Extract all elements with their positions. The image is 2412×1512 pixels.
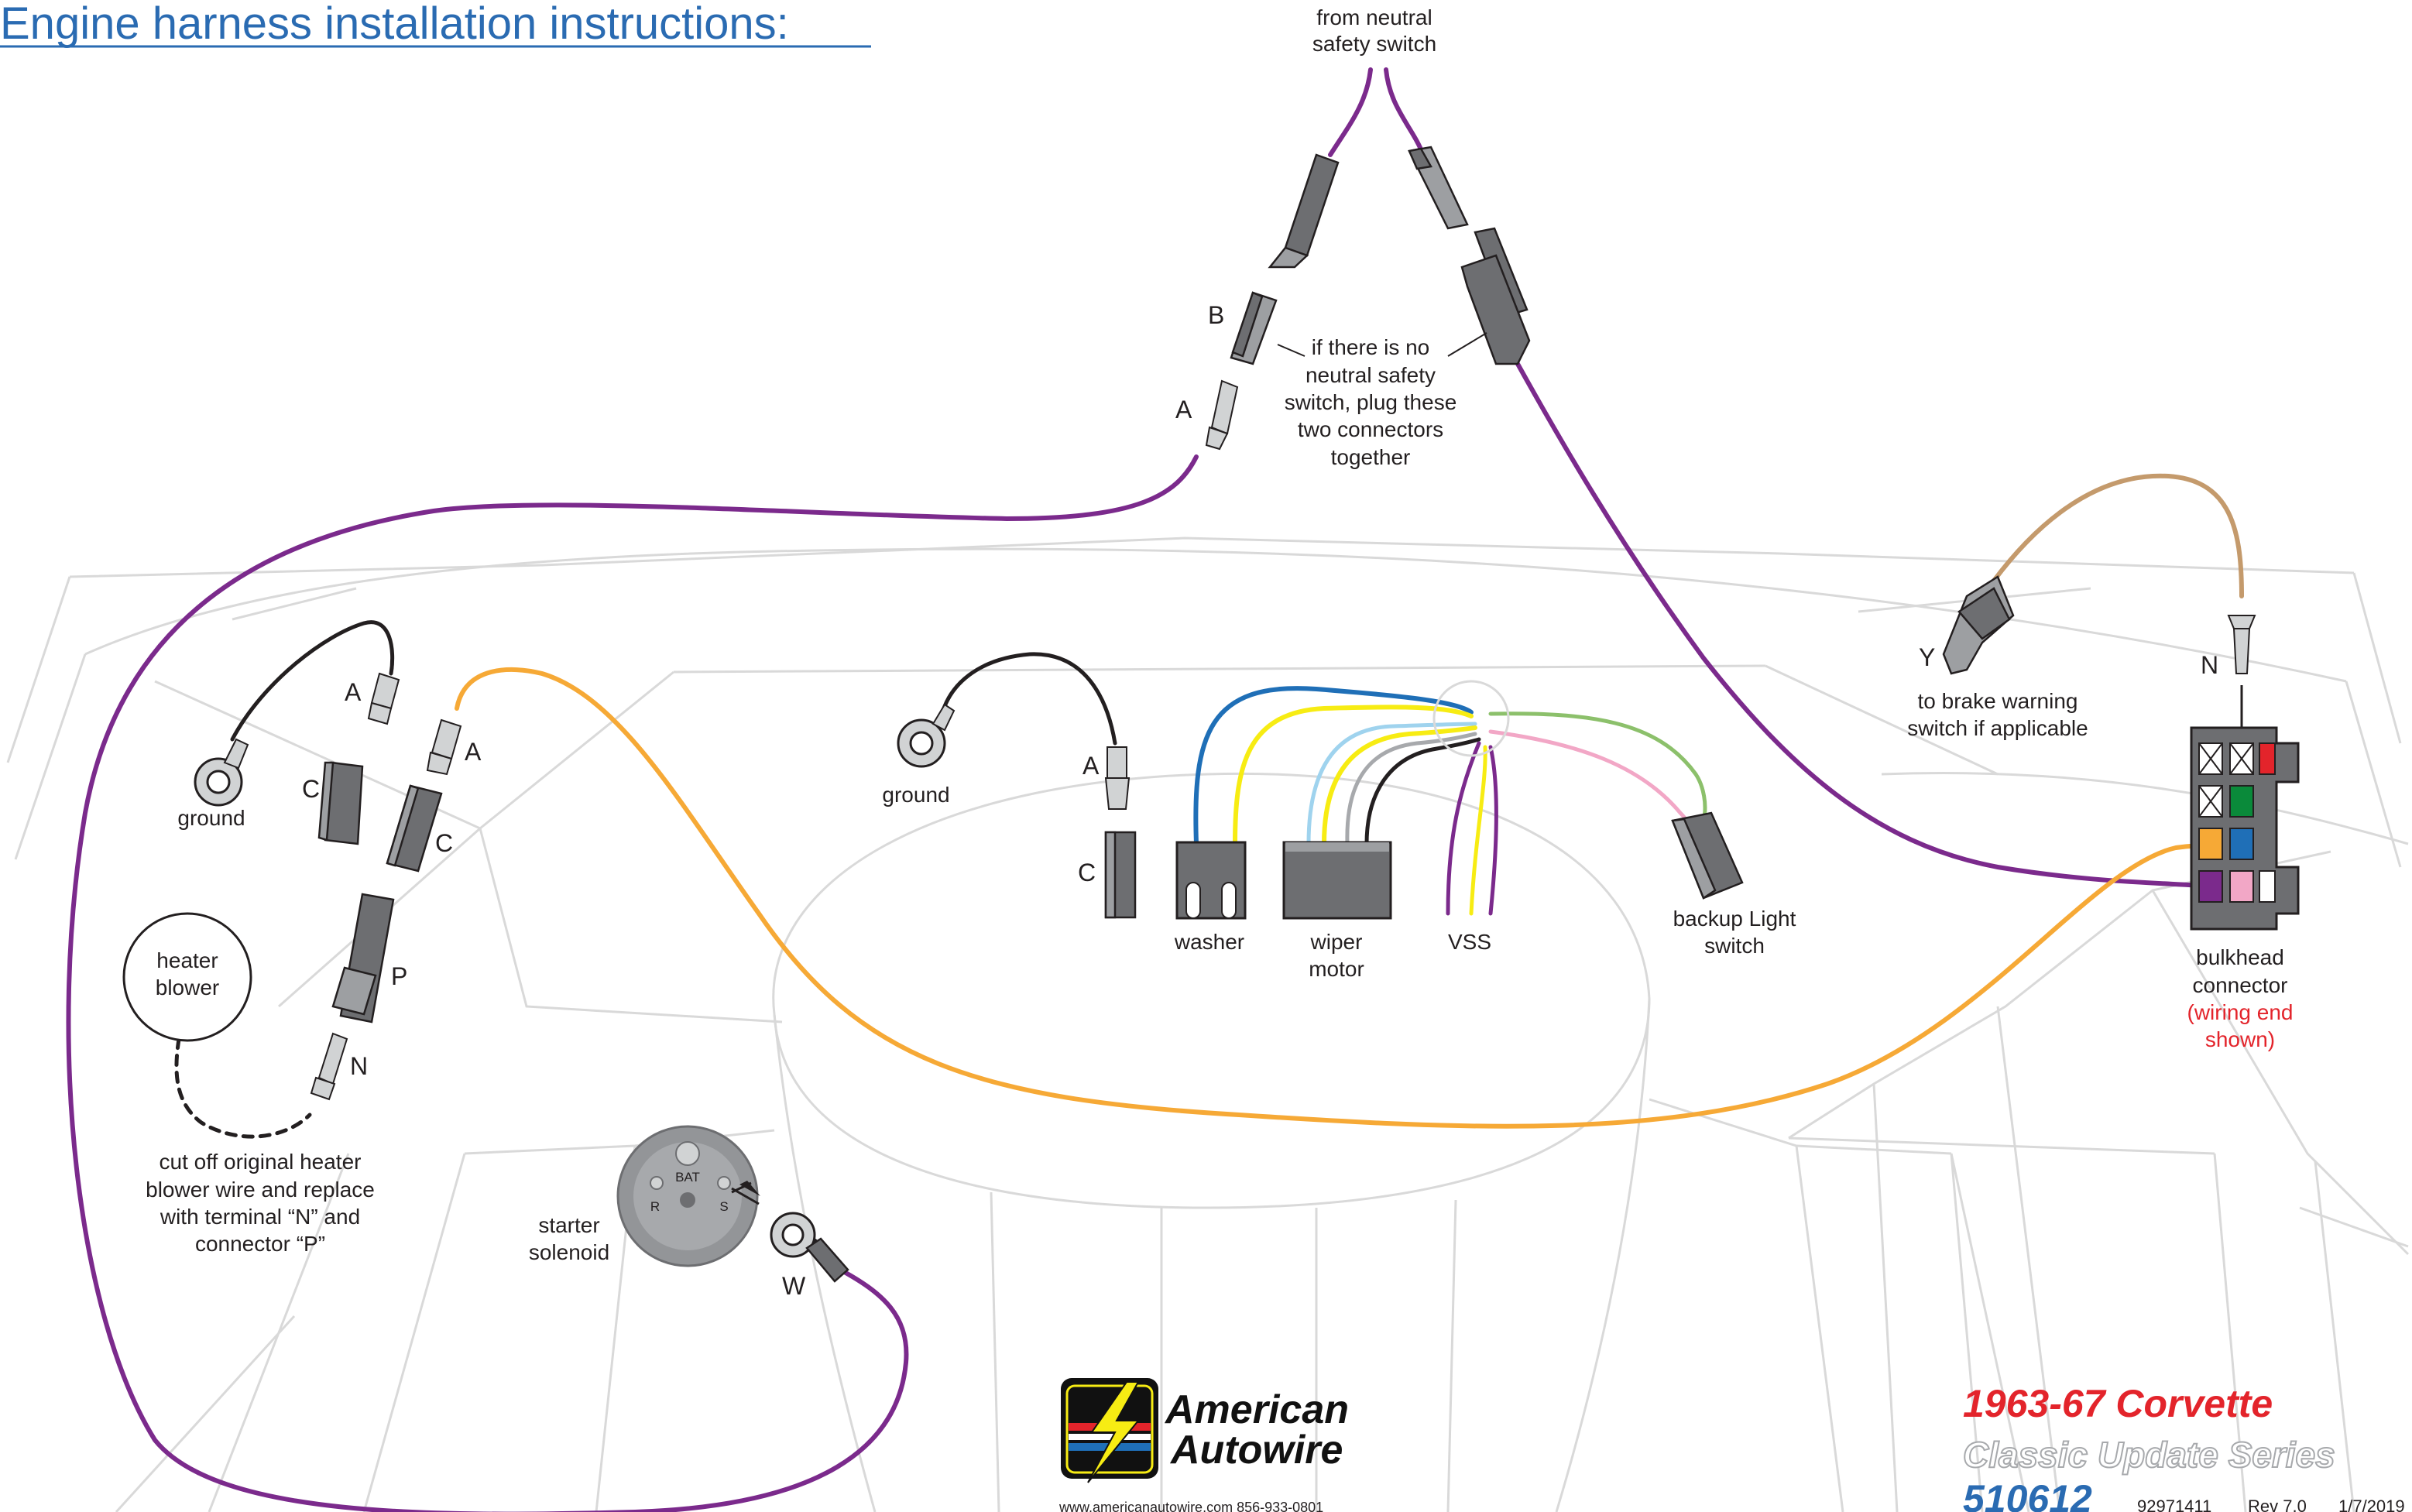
solenoid-bat-label: BAT (675, 1170, 700, 1185)
purple-wire-vss (1446, 741, 1481, 916)
label-backup-2: switch (1704, 934, 1765, 958)
purple-wire-to-bulkhead (1515, 362, 2217, 889)
pink-wire (1488, 729, 1694, 838)
label-N-right: N (2201, 651, 2218, 679)
yellow-wire (1233, 705, 1474, 846)
tan-wire-brake-warning (1992, 473, 2244, 598)
accessory-connectors (1175, 680, 1744, 920)
connector-nss-right-lower-body (1460, 254, 1531, 365)
heater-note-3: with terminal “N” and (160, 1205, 360, 1229)
black-wire-ground-center (937, 652, 1117, 746)
labels: Engine harness installation instructions… (0, 0, 2293, 1300)
label-C-center: C (1078, 859, 1096, 886)
yellow-wire-2 (1322, 725, 1477, 846)
neutral-note-5: together (1331, 445, 1411, 469)
connectors (122, 146, 2300, 1283)
label-wiper-1: wiper (1310, 930, 1363, 954)
wires (66, 67, 2244, 1512)
starter-solenoid-icon (616, 1125, 760, 1267)
label-A-left1: A (345, 678, 362, 706)
neutral-note-2: neutral safety (1305, 363, 1436, 387)
left-ground-group (122, 672, 462, 1101)
footer-doc-number: 92971411 (2137, 1497, 2211, 1512)
brake-warning-2: switch if applicable (1907, 716, 2088, 740)
heater-note-2: blower wire and replace (146, 1178, 375, 1202)
spade-terminal-tip-A-top (1205, 426, 1229, 451)
bulkhead-note-1: (wiring end (2187, 1000, 2294, 1024)
brand-line-1: American (1164, 1387, 1349, 1432)
footer-series: Classic Update Series (1963, 1435, 2335, 1475)
heater-note-4: connector “P” (195, 1232, 325, 1256)
bulkhead-label-1: bulkhead (2196, 945, 2284, 969)
heater-blower-label-2: blower (156, 975, 219, 999)
american-autowire-logo: American Autowire www.americanautowire.c… (1058, 1378, 1349, 1512)
label-W: W (782, 1272, 806, 1300)
label-ground-center: ground (882, 783, 949, 807)
harness-junction-circle (1432, 680, 1510, 757)
bulkhead-note-2: shown) (2205, 1027, 2275, 1051)
label-C-left2: C (435, 829, 453, 857)
brake-warning-1: to brake warning (1917, 689, 2077, 713)
spade-terminal-icon-A-top (1210, 379, 1239, 435)
heater-blower-icon (122, 912, 252, 1042)
connector-B-side (1231, 291, 1264, 358)
heater-note-1: cut off original heater (160, 1150, 362, 1174)
label-B: B (1208, 301, 1224, 329)
starter-solenoid-label-2: solenoid (529, 1240, 609, 1264)
brand-contact: www.americanautowire.com 856-933-0801 (1058, 1500, 1323, 1512)
connector-nss-left-upper (1284, 153, 1340, 257)
label-ground-left: ground (177, 806, 245, 830)
label-A-left2: A (465, 738, 482, 766)
bulkhead-connector-icon (2190, 726, 2300, 931)
label-wiper-2: motor (1309, 957, 1364, 981)
black-wire-ground-left (230, 620, 395, 742)
ring-terminal-icon-W (770, 1212, 849, 1283)
label-A-center: A (1082, 752, 1100, 780)
footer-revision: Rev 7.0 (2248, 1497, 2307, 1512)
label-vss: VSS (1448, 930, 1491, 954)
footer-part-number: 510612 (1963, 1477, 2092, 1512)
label-from-neutral-1: from neutral (1316, 5, 1432, 29)
brand-line-2: Autowire (1169, 1428, 1343, 1473)
purple-wire-left-branch (1328, 67, 1373, 157)
brake-warning-connector (1942, 575, 2015, 675)
black-wire-wiper (1364, 737, 1481, 846)
neutral-note-3: switch, plug these (1285, 390, 1457, 414)
purple-wire-main-loop (66, 454, 1199, 1512)
lightblue-wire (1306, 722, 1477, 846)
solenoid-s-label: S (719, 1199, 728, 1214)
label-A-top: A (1175, 396, 1192, 423)
label-from-neutral-2: safety switch (1312, 32, 1436, 56)
wiper-motor-connector-icon (1282, 841, 1392, 920)
footer: 1963-67 Corvette Classic Update Series 5… (1962, 1382, 2405, 1512)
orange-wire (455, 667, 2217, 1129)
center-ground-group (897, 703, 1137, 919)
white-wire (1345, 732, 1477, 846)
label-washer: washer (1174, 930, 1244, 954)
purple-wire-vss-2 (1488, 745, 1498, 916)
label-C-left1: C (302, 775, 320, 803)
solenoid-r-label: R (650, 1199, 660, 1214)
neutral-note-4: two connectors (1298, 417, 1443, 441)
purple-wire-right-branch (1384, 67, 1426, 157)
footer-model: 1963-67 Corvette (1963, 1382, 2273, 1425)
label-N-left: N (350, 1052, 368, 1080)
connector-nss-right-upper-face (1408, 147, 1432, 170)
label-backup-1: backup Light (1673, 907, 1796, 931)
bulkhead-label-2: connector (2193, 973, 2288, 997)
connector-nss-left-upper-cap (1268, 246, 1309, 269)
label-P: P (391, 962, 407, 990)
engine-bay-outline (6, 537, 2410, 1512)
label-Y: Y (1919, 643, 1935, 671)
starter-solenoid-label-1: starter (538, 1213, 599, 1237)
page-title: Engine harness installation instructions… (0, 0, 789, 49)
yellow-wire-vss (1469, 745, 1487, 916)
green-wire (1488, 711, 1707, 823)
footer-date: 1/7/2019 (2338, 1497, 2405, 1512)
neutral-note-1: if there is no (1312, 335, 1430, 359)
heater-dashed-wire (174, 1020, 312, 1139)
heater-blower-label-1: heater (156, 948, 218, 972)
